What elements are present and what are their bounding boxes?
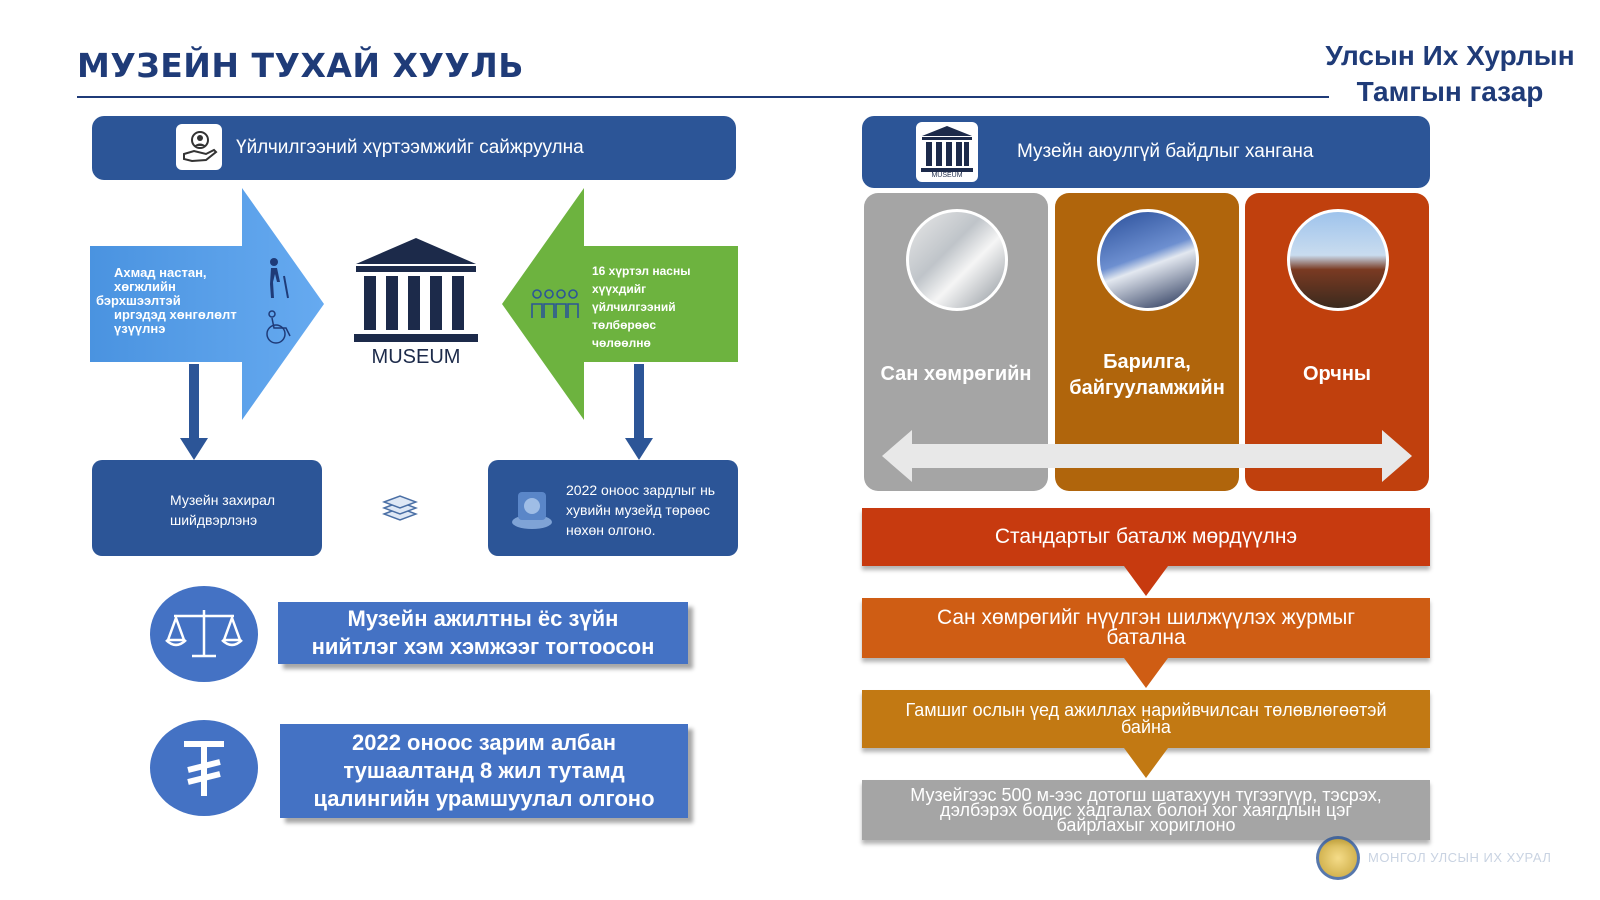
elderly-wheelchair-icon <box>266 258 291 344</box>
step-arrow-1 <box>1124 566 1168 596</box>
collection-label: Сан хөмрөгийн <box>880 363 1032 385</box>
money-box-icon <box>512 492 552 529</box>
hand-service-icon <box>176 124 222 170</box>
building-photo <box>1097 209 1199 311</box>
building-label: Барилга, байгууламжийн <box>1069 351 1225 399</box>
salary-bonus-box: 2022 оноос зарим албан тушаалтанд 8 жил … <box>280 724 688 818</box>
step-standards: Стандартыг баталж мөрдүүлнэ <box>862 508 1430 566</box>
org-line-1: Улсын Их Хурлын <box>1325 40 1575 71</box>
building-column: Барилга, байгууламжийн <box>1055 193 1239 491</box>
museum-icon <box>354 238 478 342</box>
safety-bar-label: Музейн аюулгүй байдлыг хангана <box>1017 141 1314 162</box>
collection-photo <box>906 209 1008 311</box>
collection-column: Сан хөмрөгийн <box>864 193 1048 491</box>
museum-label: MUSEUM <box>371 346 461 368</box>
title-underline <box>77 96 1329 98</box>
step-disaster-plan: Гамшиг ослын үед ажиллах нарийвчилсан тө… <box>862 690 1430 748</box>
scales-icon <box>165 610 243 658</box>
museum-badge-icon: MUSEUM <box>916 122 978 182</box>
environment-column: Орчны <box>1245 193 1429 491</box>
children-group-icon <box>531 289 579 318</box>
children-free-text: 16 хүртэл насны хүүхдийг үйлчилгээний тө… <box>592 264 691 350</box>
organization-name: Улсын Их Хурлын Тамгын газар <box>1300 38 1600 110</box>
state-emblem-logo <box>1316 836 1360 880</box>
step-restrictions: Музейгээс 500 м-ээс дотогш шатахуун түгэ… <box>862 780 1430 840</box>
step-evacuation: Сан хөмрөгийг нүүлгэн шилжүүлэх журмыг б… <box>862 598 1430 658</box>
down-arrow-left <box>180 364 208 460</box>
tugrik-circle <box>150 720 258 816</box>
page-title: МУЗЕЙН ТУХАЙ ХУУЛЬ <box>77 46 524 85</box>
accessibility-bar: Үйлчилгээний хүртээмжийг сайжруулна <box>92 116 736 180</box>
elderly-discount-arrow <box>90 188 324 420</box>
children-free-arrow <box>502 188 738 420</box>
ethics-box: Музейн ажилтны ёс зүйн нийтлэг хэм хэмжэ… <box>278 602 688 664</box>
tugrik-icon <box>184 741 224 796</box>
step-arrow-3 <box>1124 748 1168 778</box>
director-decides-box: Музейн захирал шийдвэрлэнэ <box>92 460 322 556</box>
accessibility-bar-label: Үйлчилгээний хүртээмжийг сайжруулна <box>236 137 584 158</box>
environment-photo <box>1287 209 1389 311</box>
step-arrow-2 <box>1124 658 1168 688</box>
footer-watermark: МОНГОЛ УЛСЫН ИХ ХУРАЛ <box>1368 850 1552 865</box>
down-arrow-right <box>625 364 653 460</box>
scales-circle <box>150 586 258 682</box>
stack-icon <box>382 495 418 521</box>
environment-label: Орчны <box>1302 363 1372 385</box>
elderly-discount-text: Ахмад настан, хөгжлийн бэрхшээлтэй иргэд… <box>96 265 237 336</box>
double-arrow <box>882 430 1412 482</box>
org-line-2: Тамгын газар <box>1356 76 1544 107</box>
